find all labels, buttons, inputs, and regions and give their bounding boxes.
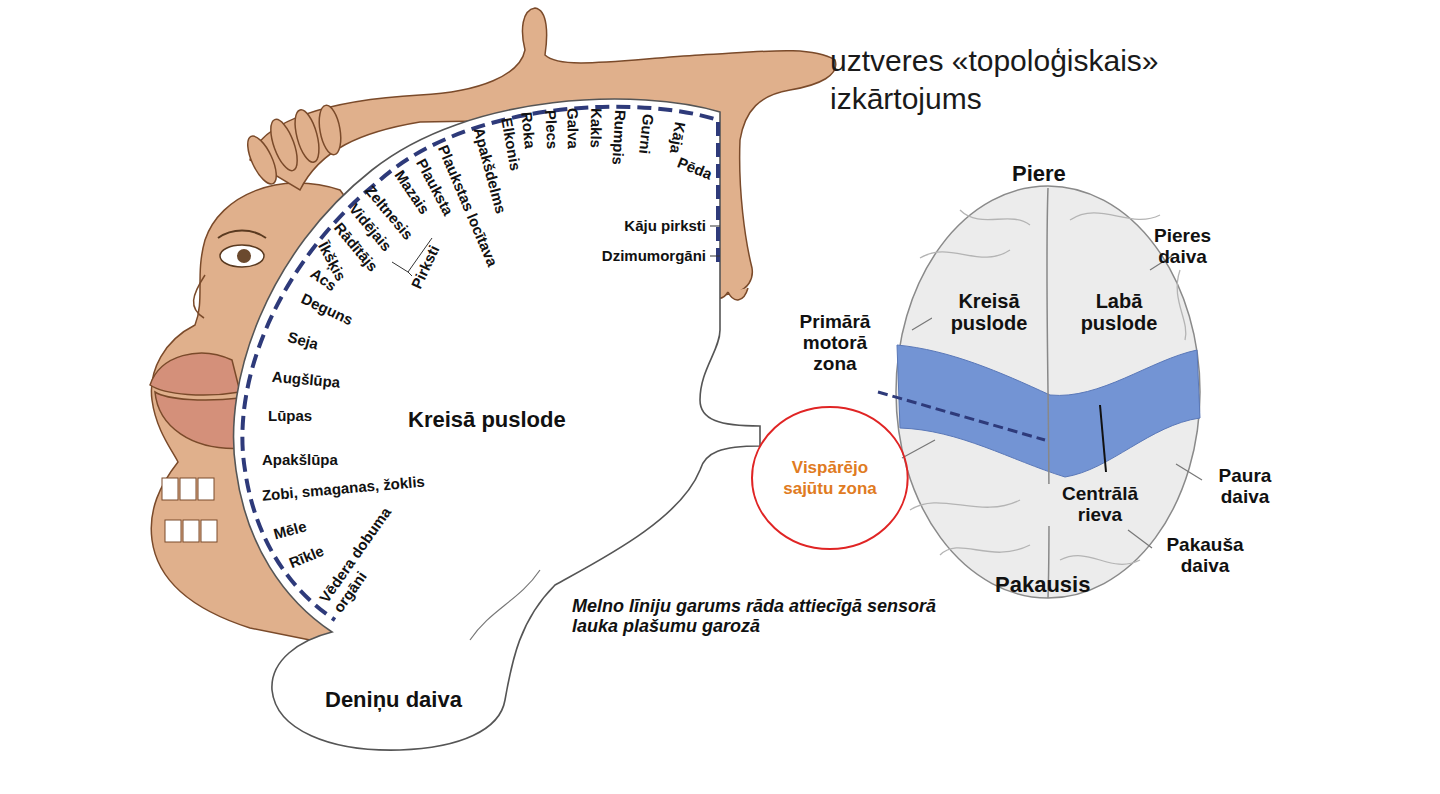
temporal-fold [470, 570, 540, 640]
gyrus [1070, 213, 1160, 220]
body-part-label: Rumpis [609, 110, 628, 166]
tooth [162, 478, 178, 500]
region-label: Kreisā puslode [408, 408, 566, 432]
region-label: Paura daiva [1205, 466, 1285, 508]
leader-line [710, 226, 720, 256]
sense-zone-circle: Vispārējo sajūtu zona [750, 405, 910, 551]
tooth [165, 520, 181, 542]
homunculus-lower-lip [155, 392, 245, 448]
region-label: Piere [1012, 162, 1066, 186]
body-part-label: Galva [564, 108, 581, 149]
tooth [180, 478, 196, 500]
homunculus-teeth [162, 478, 217, 542]
eye-brow [218, 231, 266, 239]
region-label: Deniņu daiva [325, 688, 462, 712]
tooth [201, 520, 217, 542]
zone-text: Vispārējo sajūtu zona [778, 457, 882, 500]
gyrus [1177, 270, 1186, 340]
hemisphere-section [234, 99, 760, 750]
body-part-label: Roka [518, 111, 538, 149]
body-part-label: Kakls [587, 108, 604, 148]
region-label: Labā puslode [1062, 290, 1176, 334]
zone-outline [750, 405, 910, 551]
gyrus [940, 545, 1030, 555]
body-part-label: Kāju pirksti [624, 218, 706, 235]
gyrus [910, 500, 1020, 510]
gyrus [960, 210, 1030, 225]
region-label: Primārā motorā zona [785, 312, 885, 375]
body-part-label: Gurni [636, 113, 657, 155]
gyrus [920, 250, 1010, 258]
region-label: Pakausis [995, 573, 1090, 597]
diagram-title: uztveres «topoloģiskais» izkārtojums [830, 42, 1270, 117]
body-part-label: Plecs [542, 110, 561, 150]
brain-midline [1047, 188, 1049, 598]
brain-top-view [896, 186, 1200, 598]
region-label: Pieres daiva [1135, 226, 1230, 268]
central-sulcus-pointer [1100, 405, 1106, 472]
homunculus-nose [194, 275, 205, 318]
homunculus-eye [218, 231, 266, 268]
region-label: Pakauša daiva [1155, 535, 1255, 577]
homunculus-finger [290, 107, 323, 164]
leader-line [902, 256, 1202, 548]
homunculus-upper-lip [150, 353, 240, 395]
region-label: Kreisā puslode [932, 290, 1046, 334]
body-part-label: Dzimumorgāni [602, 248, 706, 265]
motor-zone-pointer [878, 392, 1045, 440]
sensory-arc [242, 107, 718, 620]
eye-white [220, 245, 264, 267]
homunculus-finger [316, 104, 344, 157]
region-label: Melno līniju garums rāda attiecīgā senso… [572, 597, 982, 637]
body-part-label: Lūpas [268, 408, 312, 425]
body-part-label: Apakšlūpa [262, 452, 338, 469]
tooth [198, 478, 214, 500]
zone-ellipse [752, 407, 908, 549]
region-label: Centrālā rieva [1048, 484, 1152, 526]
eye-iris [237, 249, 251, 263]
gyrus [1060, 556, 1140, 565]
tooth [183, 520, 199, 542]
